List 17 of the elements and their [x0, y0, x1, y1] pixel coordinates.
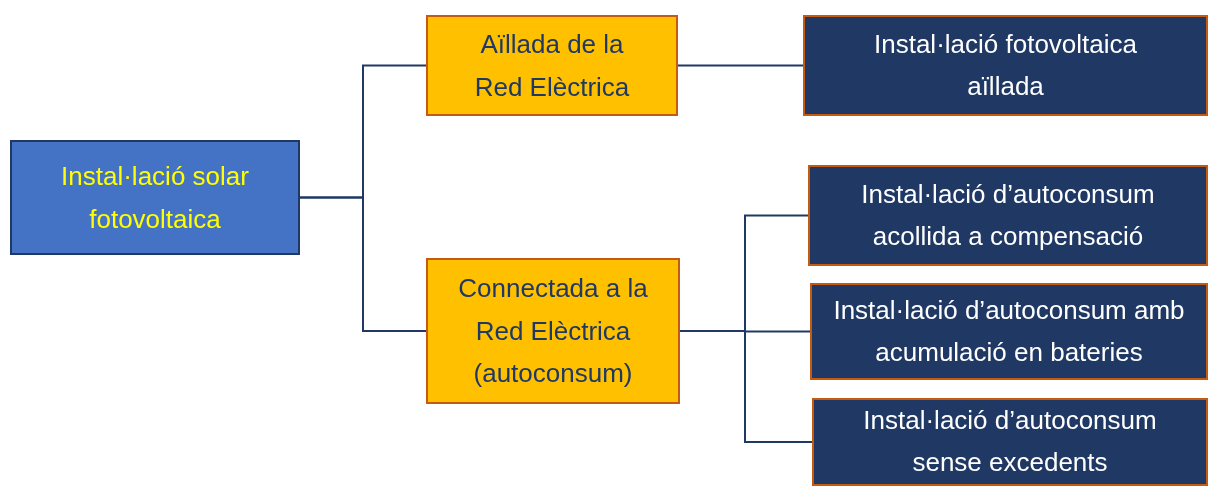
node-label: Instal·lació solar fotovoltaica: [60, 159, 250, 236]
subtype-box: [803, 15, 1208, 116]
subtype-box: [810, 283, 1208, 380]
subtype-box: [812, 398, 1208, 486]
connector-line: [677, 64, 804, 67]
connector-line: [299, 196, 427, 332]
connector-line: [679, 330, 813, 443]
node-label: Connectada a la Red Elèctrica (autoconsum): [457, 271, 649, 391]
node-label: Instal·lació d’autoconsum sense excedents: [862, 404, 1158, 479]
node-label: Instal·lació d’autoconsum acollida a compensació: [860, 177, 1156, 253]
subtype-box: [808, 165, 1208, 266]
node-label: Aïllada de la Red Elèctrica: [473, 27, 631, 104]
node-label: Instal·lació fotovoltaica aïllada: [873, 27, 1138, 103]
category-box: [426, 15, 678, 116]
root-box: [10, 140, 300, 255]
node-label: Instal·lació d’autoconsum amb acumulació en bateries: [832, 293, 1186, 369]
category-box: [426, 258, 680, 404]
